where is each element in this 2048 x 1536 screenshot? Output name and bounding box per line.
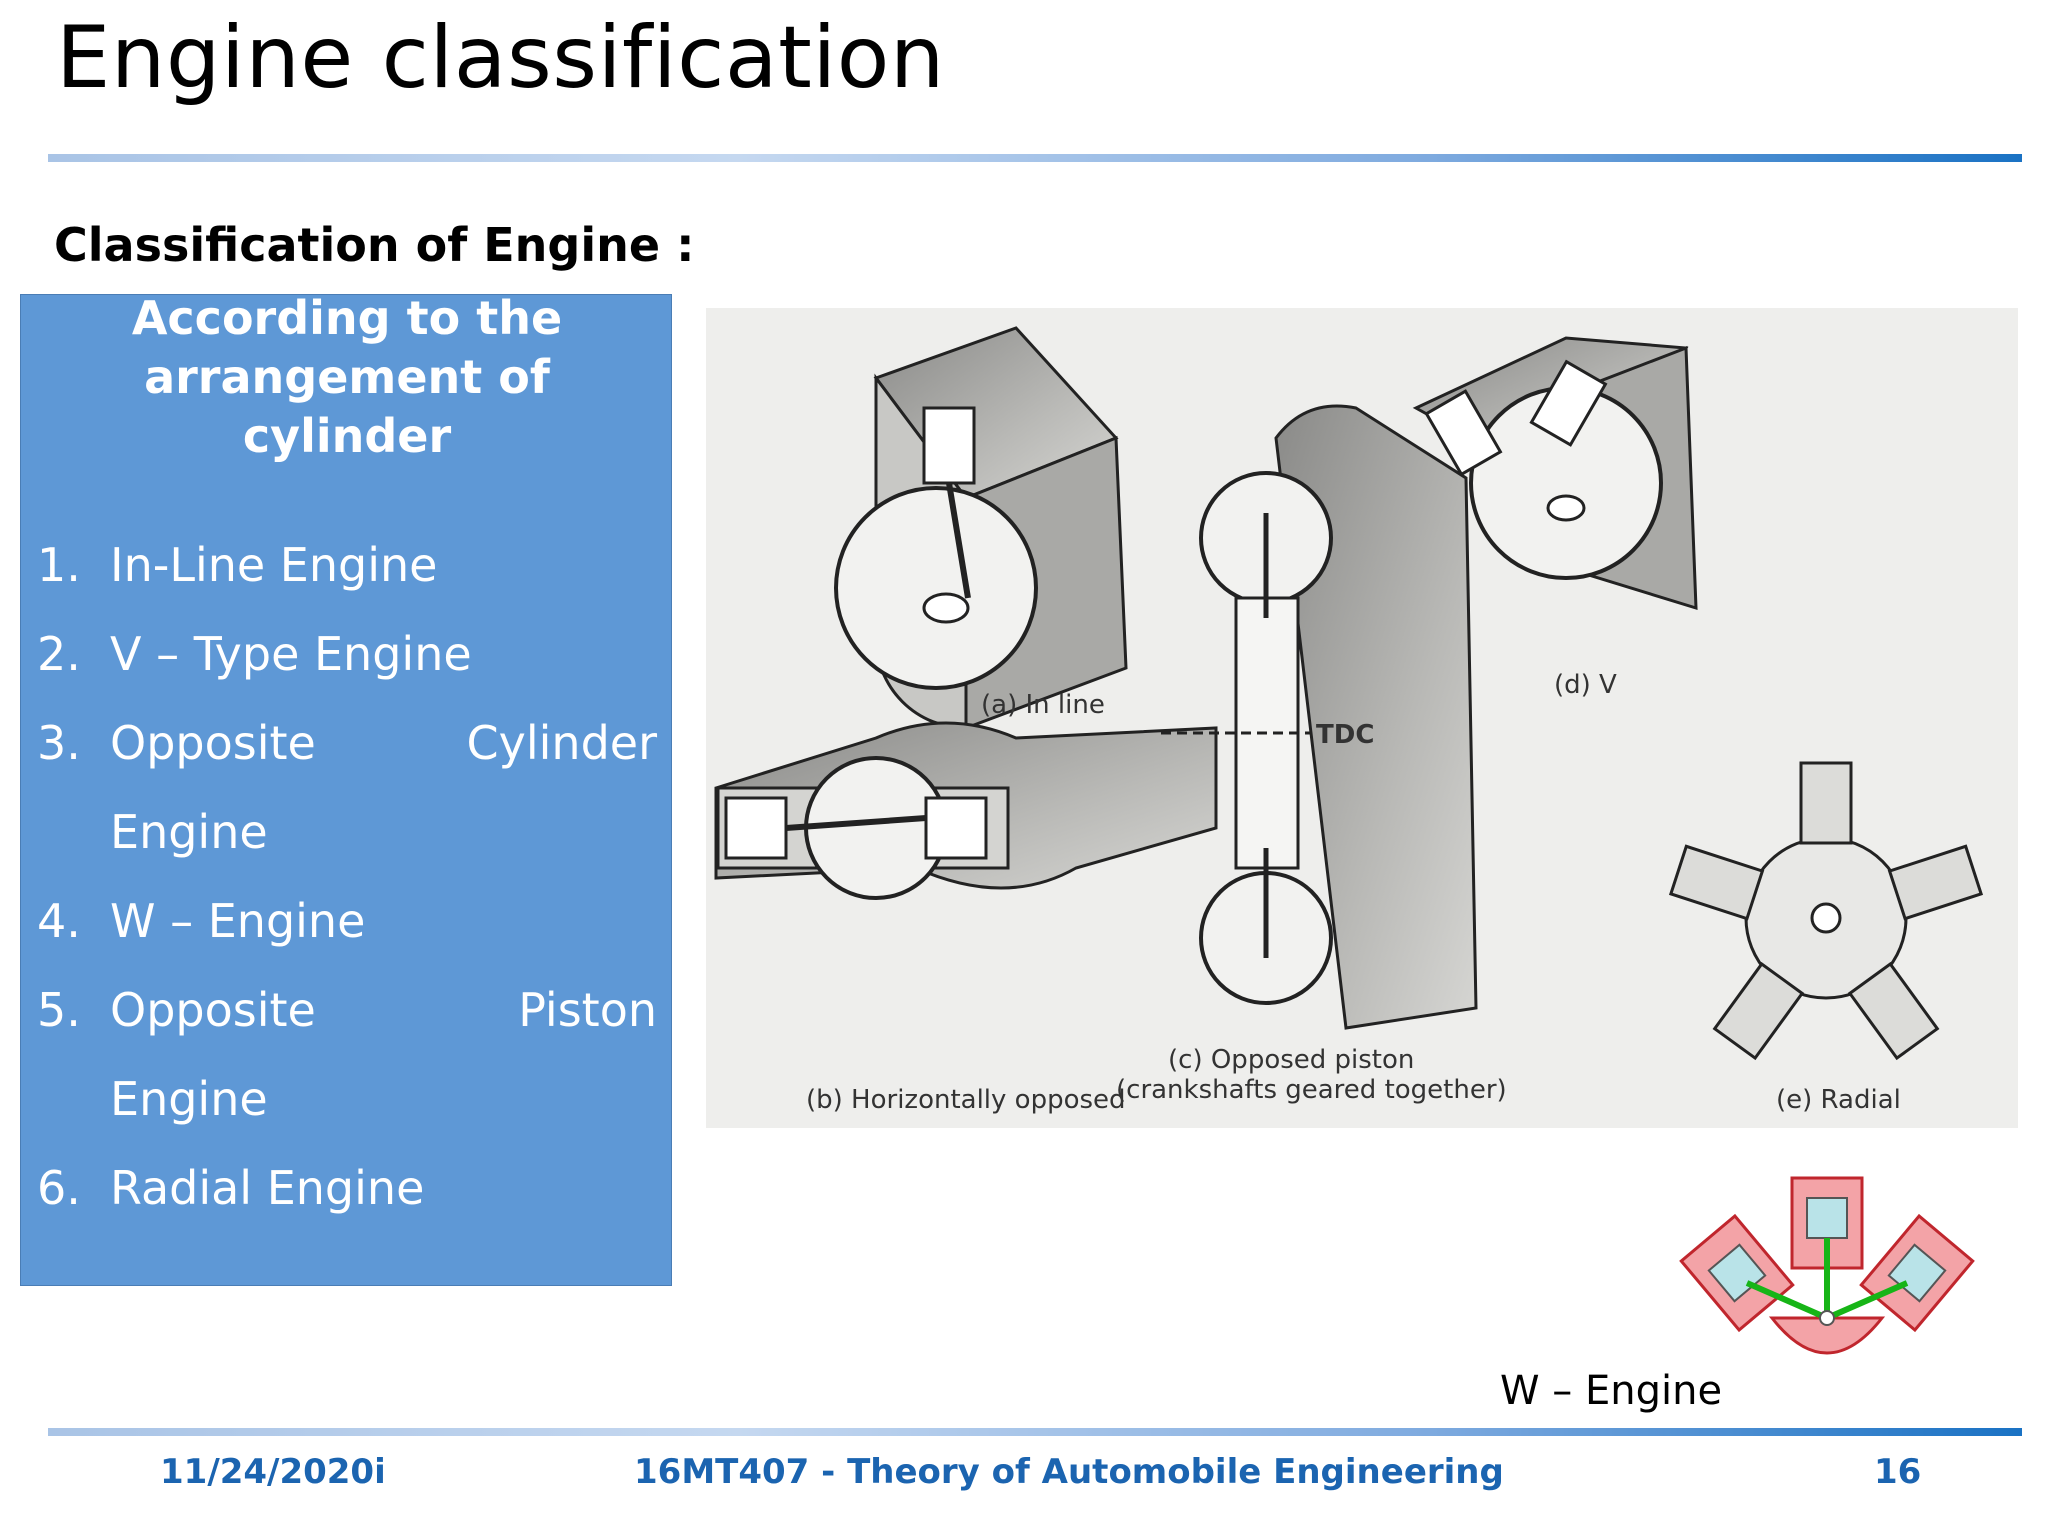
list-item: 2. V – Type Engine xyxy=(21,624,661,684)
list-item: 4. W – Engine xyxy=(21,891,661,951)
top-divider xyxy=(48,154,2022,162)
w-engine-illustration xyxy=(1652,1158,2002,1388)
figure-label-b: (b) Horizontally opposed xyxy=(806,1085,1126,1115)
list-number: 6. xyxy=(37,1161,81,1215)
list-item: 3. Opposite Cylinder xyxy=(21,713,661,773)
list-text: Radial Engine xyxy=(110,1161,425,1215)
engine-arrangement-figure: (a) In line (b) Horizontally opposed TDC… xyxy=(706,308,2018,1128)
list-number: 2. xyxy=(37,627,81,681)
list-text: Engine xyxy=(110,1072,268,1126)
figure-label-d: (d) V xyxy=(1554,670,1617,700)
footer-page-number: 16 xyxy=(1874,1452,1922,1492)
list-number: 1. xyxy=(37,538,81,592)
list-item: 1. In-Line Engine xyxy=(21,535,661,595)
list-text-right: Cylinder xyxy=(466,716,657,770)
list-number: 5. xyxy=(37,983,81,1037)
list-text: In-Line Engine xyxy=(110,538,438,592)
w-engine-drawing xyxy=(1679,1176,1975,1355)
inline-engine-sketch: (a) In line xyxy=(834,326,1128,731)
list-text: W – Engine xyxy=(110,894,366,948)
horizontally-opposed-engine-sketch: (b) Horizontally opposed xyxy=(714,721,1218,1115)
classification-box: According to the arrangement of cylinder… xyxy=(20,291,672,1286)
slide-title: Engine classification xyxy=(56,8,945,108)
opposed-piston-engine-sketch: TDC (c) Opposed piston (crankshafts gear… xyxy=(1116,404,1507,1105)
list-item: 6. Radial Engine xyxy=(21,1158,661,1218)
list-number: 3. xyxy=(37,716,81,770)
box-heading-line: arrangement of xyxy=(144,350,550,404)
box-heading-line: cylinder xyxy=(242,409,452,463)
list-number: 4. xyxy=(37,894,81,948)
list-text-right: Piston xyxy=(518,983,657,1037)
list-text: Engine xyxy=(110,805,268,859)
figure-label-c1: (c) Opposed piston xyxy=(1168,1045,1414,1075)
bottom-divider xyxy=(48,1428,2022,1436)
engine-arrangement-drawing: (a) In line (b) Horizontally opposed TDC… xyxy=(714,326,1984,1115)
v-engine-sketch: (d) V xyxy=(1412,336,1698,700)
radial-engine-sketch: (e) Radial xyxy=(1668,761,1984,1115)
box-heading-line: According to the xyxy=(131,291,563,345)
box-heading: According to the arrangement of cylinder xyxy=(21,289,673,466)
section-subheading: Classification of Engine : xyxy=(54,218,695,272)
list-text: V – Type Engine xyxy=(110,627,472,681)
figure-label-e: (e) Radial xyxy=(1776,1085,1901,1115)
w-engine-caption: W – Engine xyxy=(1500,1368,1723,1414)
list-item-continuation: Engine xyxy=(21,802,661,862)
footer-course: 16MT407 - Theory of Automobile Engineeri… xyxy=(634,1452,1504,1492)
figure-label-a: (a) In line xyxy=(981,690,1105,720)
list-text: Opposite xyxy=(110,716,316,770)
figure-label-c2: (crankshafts geared together) xyxy=(1116,1075,1507,1105)
list-item: 5. Opposite Piston xyxy=(21,980,661,1040)
figure-label-tdc: TDC xyxy=(1316,720,1374,750)
footer-date: 11/24/2020i xyxy=(160,1452,386,1492)
list-item-continuation: Engine xyxy=(21,1069,661,1129)
list-text: Opposite xyxy=(110,983,316,1037)
